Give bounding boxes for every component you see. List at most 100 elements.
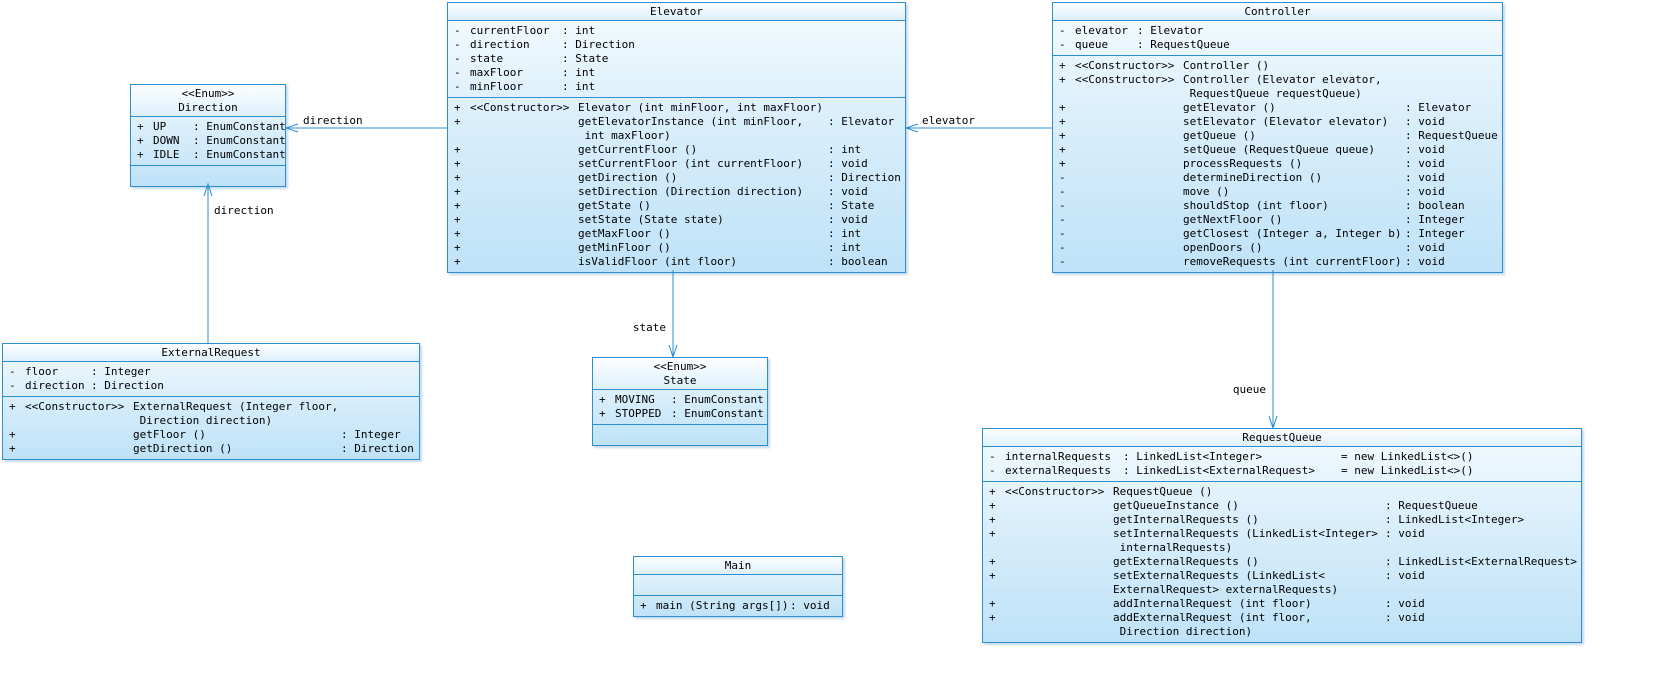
attributes-compartment: -floor: Integer-direction: Direction xyxy=(3,361,419,396)
method-return-type: : void xyxy=(1405,255,1445,268)
method-return-type: : void xyxy=(1385,527,1425,540)
open-arrowhead-icon xyxy=(668,344,678,359)
class-state-enum[interactable]: <<Enum>> State +MOVING: EnumConstant+STO… xyxy=(592,357,768,446)
visibility-marker: - xyxy=(989,450,996,463)
attributes-compartment: -currentFloor: int-direction: Direction-… xyxy=(448,20,905,97)
method-signature: getInternalRequests () xyxy=(1113,513,1259,526)
method-return-type: : boolean xyxy=(828,255,888,268)
attribute-type: : Direction xyxy=(91,379,164,392)
visibility-marker: + xyxy=(137,148,144,161)
visibility-marker: + xyxy=(1059,59,1066,72)
attribute-type: : LinkedList<ExternalRequest> xyxy=(1123,464,1316,477)
class-name: Controller xyxy=(1244,5,1311,18)
visibility-marker: + xyxy=(9,400,16,413)
method-row: +processRequests (): void xyxy=(1059,157,1496,171)
attribute-name: direction xyxy=(470,38,530,51)
visibility-marker: - xyxy=(1059,38,1066,51)
attribute-type: : Integer xyxy=(91,365,151,378)
class-direction-enum[interactable]: <<Enum>> Direction +UP: EnumConstant+DOW… xyxy=(130,84,286,187)
visibility-marker: - xyxy=(454,38,461,51)
method-return-type: : Integer xyxy=(1405,227,1465,240)
visibility-marker: + xyxy=(454,213,461,226)
visibility-marker: + xyxy=(9,442,16,455)
method-return-type: : LinkedList<ExternalRequest> xyxy=(1385,555,1578,568)
attribute-type: : int xyxy=(562,80,596,93)
attribute-name: currentFloor xyxy=(470,24,550,37)
method-signature: shouldStop (int floor) xyxy=(1183,199,1329,212)
relationship-label: elevator xyxy=(922,114,975,127)
visibility-marker: + xyxy=(454,171,461,184)
attribute-row: +STOPPED: EnumConstant xyxy=(599,407,764,421)
class-title-bar: <<Enum>> Direction xyxy=(131,85,285,116)
visibility-marker: + xyxy=(989,569,996,582)
method-signature: getCurrentFloor () xyxy=(578,143,698,156)
attribute-type: : LinkedList<Integer> xyxy=(1123,450,1263,463)
method-return-type: : void xyxy=(1385,611,1425,624)
class-external-request[interactable]: ExternalRequest -floor: Integer-directio… xyxy=(2,343,420,460)
open-arrowhead-icon xyxy=(904,123,919,133)
method-signature: setCurrentFloor (int currentFloor) xyxy=(578,157,804,170)
attribute-name: IDLE xyxy=(153,148,180,161)
method-signature: getMinFloor () xyxy=(578,241,671,254)
attribute-row: -maxFloor: int xyxy=(454,66,899,80)
attribute-type: : EnumConstant xyxy=(671,407,764,420)
attributes-compartment: +MOVING: EnumConstant+STOPPED: EnumConst… xyxy=(593,389,767,424)
method-signature: ExternalRequest (Integer floor, Directio… xyxy=(133,400,339,427)
method-signature: processRequests () xyxy=(1183,157,1303,170)
method-signature: setDirection (Direction direction) xyxy=(578,185,804,198)
methods-compartment: +<<Constructor>>ExternalRequest (Integer… xyxy=(3,396,419,459)
visibility-marker: + xyxy=(989,499,996,512)
method-return-type: : void xyxy=(1405,143,1445,156)
method-signature: setElevator (Elevator elevator) xyxy=(1183,115,1389,128)
enum-stereotype: <<Enum>> xyxy=(653,360,707,373)
attribute-type: : Direction xyxy=(562,38,635,51)
open-arrowhead-icon xyxy=(284,123,299,133)
visibility-marker: + xyxy=(454,101,461,114)
method-signature: getMaxFloor () xyxy=(578,227,671,240)
class-title-bar: <<Enum>> State xyxy=(593,358,767,389)
constructor-stereotype: <<Constructor>> xyxy=(1075,73,1175,86)
method-row: -getClosest (Integer a, Integer b): Inte… xyxy=(1059,227,1496,241)
attribute-name: STOPPED xyxy=(615,407,662,420)
class-controller[interactable]: Controller -elevator: Elevator-queue: Re… xyxy=(1052,2,1503,273)
methods-compartment: +main (String args[]): void xyxy=(634,595,842,616)
method-return-type: : int xyxy=(828,227,862,240)
method-row: +setInternalRequests (LinkedList<Integer… xyxy=(989,527,1575,555)
method-row: -removeRequests (int currentFloor): void xyxy=(1059,255,1496,269)
method-row: +setDirection (Direction direction): voi… xyxy=(454,185,899,199)
method-signature: getNextFloor () xyxy=(1183,213,1283,226)
attributes-compartment: -internalRequests: LinkedList<Integer>= … xyxy=(983,446,1581,481)
class-request-queue[interactable]: RequestQueue -internalRequests: LinkedLi… xyxy=(982,428,1582,643)
method-row: +getQueueInstance (): RequestQueue xyxy=(989,499,1575,513)
method-return-type: : RequestQueue xyxy=(1385,499,1478,512)
class-main[interactable]: Main +main (String args[]): void xyxy=(633,556,843,617)
visibility-marker: + xyxy=(454,143,461,156)
attribute-row: +MOVING: EnumConstant xyxy=(599,393,764,407)
visibility-marker: + xyxy=(1059,115,1066,128)
visibility-marker: + xyxy=(1059,73,1066,86)
visibility-marker: - xyxy=(1059,213,1066,226)
visibility-marker: + xyxy=(454,185,461,198)
method-signature: getFloor () xyxy=(133,428,206,441)
method-return-type: : void xyxy=(1405,115,1445,128)
method-signature: Elevator (int minFloor, int maxFloor) xyxy=(578,101,824,114)
method-return-type: : Integer xyxy=(1405,213,1465,226)
attribute-name: floor xyxy=(25,365,59,378)
class-elevator[interactable]: Elevator -currentFloor: int-direction: D… xyxy=(447,2,906,273)
method-row: +main (String args[]): void xyxy=(640,599,836,613)
method-row: +addInternalRequest (int floor): void xyxy=(989,597,1575,611)
method-row: +getDirection (): Direction xyxy=(9,442,414,456)
attribute-type: : int xyxy=(562,24,596,37)
method-signature: getExternalRequests () xyxy=(1113,555,1259,568)
visibility-marker: - xyxy=(1059,255,1066,268)
visibility-marker: - xyxy=(1059,227,1066,240)
method-row: +isValidFloor (int floor): boolean xyxy=(454,255,899,269)
visibility-marker: - xyxy=(1059,185,1066,198)
method-row: +<<Constructor>>RequestQueue () xyxy=(989,485,1575,499)
visibility-marker: + xyxy=(454,199,461,212)
method-return-type: : Elevator xyxy=(1405,101,1472,114)
attributes-compartment: +UP: EnumConstant+DOWN: EnumConstant+IDL… xyxy=(131,116,286,165)
attribute-row: -elevator: Elevator xyxy=(1059,24,1496,38)
method-row: +getExternalRequests (): LinkedList<Exte… xyxy=(989,555,1578,569)
attribute-name: DOWN xyxy=(153,134,180,147)
